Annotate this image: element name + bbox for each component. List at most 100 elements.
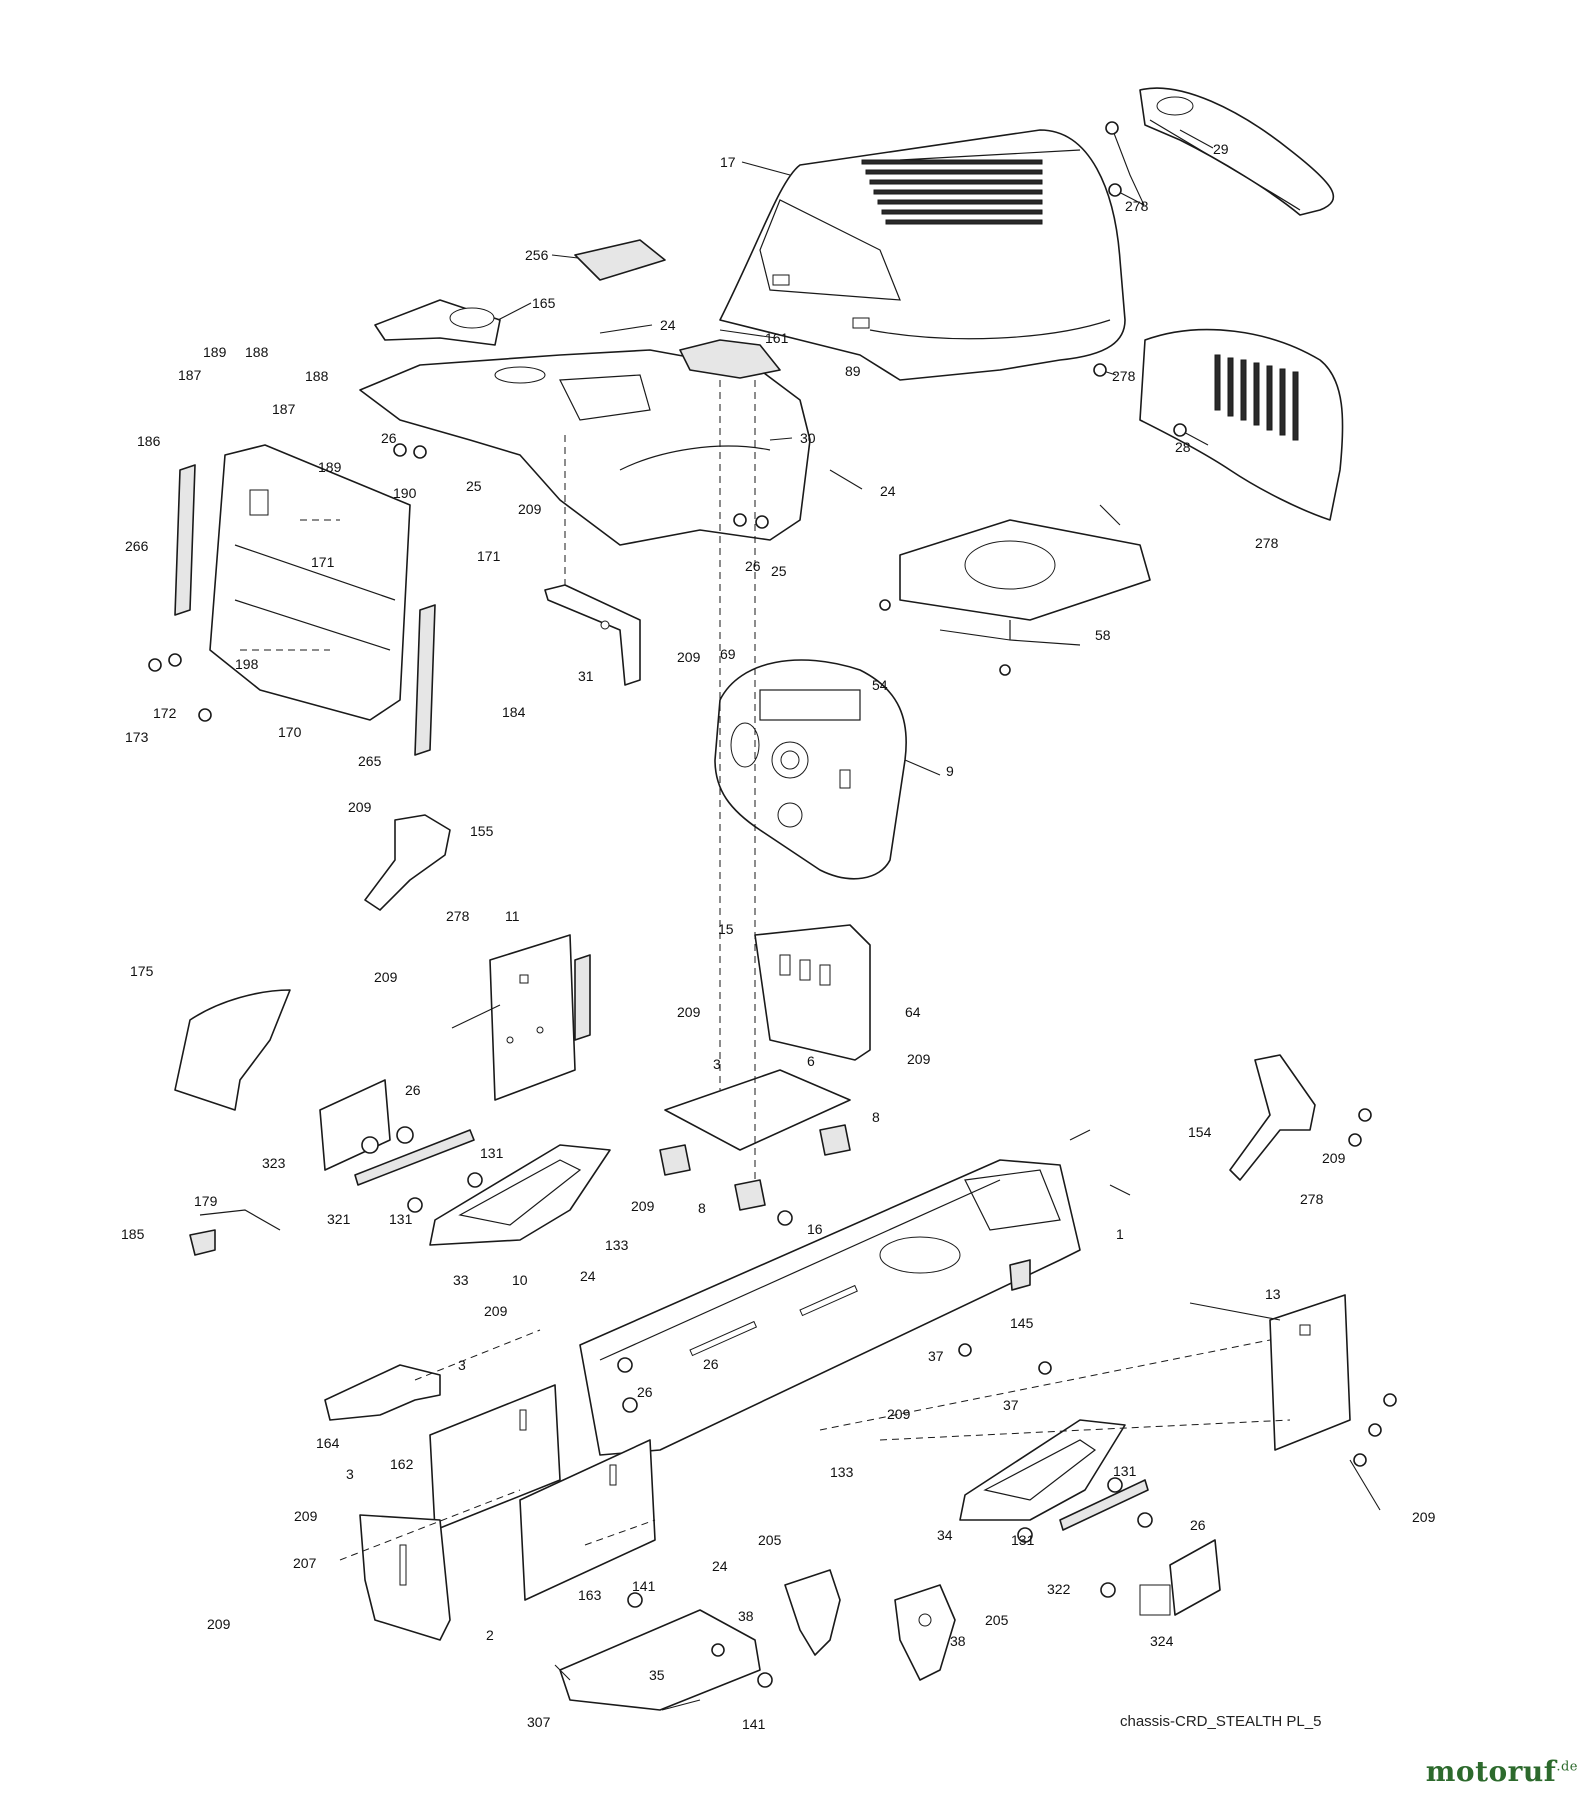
hood-part: [719, 129, 1126, 381]
logo-text: motoruf: [1425, 1755, 1557, 1788]
plate-323-part: [319, 1079, 391, 1171]
callout-label: 171: [477, 548, 501, 564]
callout-label: 3: [346, 1466, 354, 1482]
cover-part: [574, 239, 666, 281]
callout-label: 209: [207, 1616, 231, 1632]
callout-label: 8: [872, 1109, 880, 1125]
callout-label: 170: [278, 724, 302, 740]
callout-label: 15: [718, 921, 734, 937]
callout-label: 209: [677, 649, 701, 665]
callout-label: 9: [946, 763, 954, 779]
callout-label: 179: [194, 1193, 218, 1209]
logo-suffix: .de: [1556, 1759, 1578, 1775]
callout-label: 3: [458, 1357, 466, 1373]
callout-label: 131: [480, 1145, 504, 1161]
callout-label: 24: [660, 317, 676, 333]
callout-label: 209: [1412, 1509, 1436, 1525]
callout-label: 184: [502, 704, 526, 720]
callout-label: 141: [742, 1716, 766, 1732]
footrest-left-part: [429, 1144, 611, 1246]
callout-label: 209: [887, 1406, 911, 1422]
duct-175-part: [174, 989, 291, 1111]
clip-8-lower-part: [734, 1179, 766, 1211]
callout-label: 26: [405, 1082, 421, 1098]
callout-label: 209: [1322, 1150, 1346, 1166]
rail-163-part: [519, 1439, 656, 1601]
callout-label: 89: [845, 363, 861, 379]
callout-label: 165: [532, 295, 556, 311]
strip-322-part: [1059, 1479, 1149, 1531]
callout-label: 185: [121, 1226, 145, 1242]
bracket-38-right-part: [894, 1584, 956, 1681]
callout-label: 266: [125, 538, 149, 554]
callout-label: 35: [649, 1667, 665, 1683]
callout-label: 10: [512, 1272, 528, 1288]
brand-logo: motoruf.de: [1426, 1755, 1578, 1788]
callout-label: 198: [235, 656, 259, 672]
callout-label: 278: [446, 908, 470, 924]
lever-179-part: [199, 1209, 281, 1231]
callout-label: 26: [381, 430, 397, 446]
bracket-38-left-part: [784, 1569, 841, 1656]
callout-label: 26: [703, 1356, 719, 1372]
bracket-31-part: [544, 584, 641, 686]
callout-label: 24: [712, 1558, 728, 1574]
callout-label: 173: [125, 729, 149, 745]
callout-label: 133: [605, 1237, 629, 1253]
callout-label: 163: [578, 1587, 602, 1603]
callout-label: 209: [518, 501, 542, 517]
callout-label: 38: [738, 1608, 754, 1624]
dashboard-part: [714, 659, 907, 880]
callout-label: 33: [453, 1272, 469, 1288]
shroud-part: [899, 519, 1151, 646]
callout-label: 25: [771, 563, 787, 579]
lower-grille-part: [1139, 328, 1344, 521]
callout-label: 278: [1300, 1191, 1324, 1207]
rail-162-part: [429, 1384, 561, 1531]
rail-266-part: [174, 464, 196, 616]
callout-label: 69: [720, 646, 736, 662]
clip-8-left-part: [659, 1144, 691, 1176]
callout-label: 141: [632, 1578, 656, 1594]
callout-label: 26: [1190, 1517, 1206, 1533]
callout-label: 307: [527, 1714, 551, 1730]
callout-label: 209: [907, 1051, 931, 1067]
callout-label: 58: [1095, 627, 1111, 643]
callout-label: 209: [348, 799, 372, 815]
leader-lines: [451, 127, 1381, 1711]
callout-label: 278: [1112, 368, 1136, 384]
callout-label: 26: [637, 1384, 653, 1400]
callout-label: 161: [765, 330, 789, 346]
callout-label: 265: [358, 753, 382, 769]
callout-labels: 17 29 278 256 165 24 161 89 278 189 188 …: [121, 141, 1436, 1732]
side-plate-13-part: [1269, 1294, 1351, 1451]
callout-label: 172: [153, 705, 177, 721]
plate-6-part: [664, 1069, 851, 1151]
fender-body-part: [359, 349, 811, 546]
callout-label: 26: [745, 558, 761, 574]
callout-label: 209: [484, 1303, 508, 1319]
callout-label: 131: [1011, 1532, 1035, 1548]
callout-label: 38: [950, 1633, 966, 1649]
callout-label: 324: [1150, 1633, 1174, 1649]
callout-label: 34: [937, 1527, 953, 1543]
callout-label: 24: [880, 483, 896, 499]
panel-324-part: [1139, 1539, 1221, 1616]
callout-label: 175: [130, 963, 154, 979]
callout-label: 13: [1265, 1286, 1281, 1302]
callout-label: 186: [137, 433, 161, 449]
pedal-185-part: [189, 1229, 216, 1256]
callout-label: 205: [758, 1532, 782, 1548]
callout-label: 133: [830, 1464, 854, 1480]
callout-label: 37: [928, 1348, 944, 1364]
callout-label: 2: [486, 1627, 494, 1643]
callout-label: 207: [293, 1555, 317, 1571]
callout-label: 64: [905, 1004, 921, 1020]
callout-label: 1: [1116, 1226, 1124, 1242]
callout-label: 37: [1003, 1397, 1019, 1413]
diagram-caption: chassis-CRD_STEALTH PL_5: [1120, 1713, 1321, 1730]
upper-grille-part: [1139, 87, 1335, 216]
callout-label: 209: [374, 969, 398, 985]
callout-label: 209: [631, 1198, 655, 1214]
